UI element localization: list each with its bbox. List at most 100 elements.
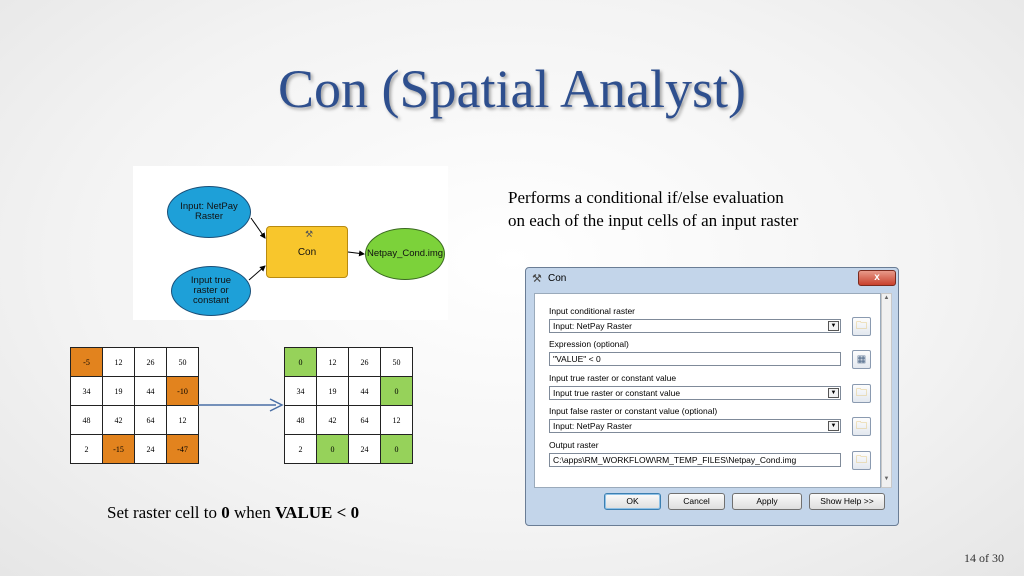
- grid-cell: 64: [134, 405, 167, 435]
- grid-cell: 12: [380, 405, 413, 435]
- browse-input-conditional-button[interactable]: 🗀: [852, 317, 871, 336]
- caption-value: 0: [221, 503, 230, 522]
- grid-cell: 50: [166, 347, 199, 377]
- model-diagram: Input: NetPay Raster Input true raster o…: [133, 166, 448, 320]
- grid-cell: 0: [316, 434, 349, 464]
- expression-label: Expression (optional): [549, 339, 629, 349]
- grid-cell: 2: [70, 434, 103, 464]
- input-conditional-label: Input conditional raster: [549, 306, 635, 316]
- cancel-button[interactable]: Cancel: [668, 493, 725, 510]
- true-raster-label: Input true raster or constant value: [549, 373, 677, 383]
- grid-cell: 34: [284, 376, 317, 406]
- grid-cell: 0: [284, 347, 317, 377]
- grid-cell: -47: [166, 434, 199, 464]
- dialog-form: Input conditional raster Input: NetPay R…: [534, 293, 881, 488]
- grid-cell: 19: [102, 376, 135, 406]
- connector-con-to-output: [347, 250, 365, 257]
- description-line-1: Performs a conditional if/else evaluatio…: [508, 188, 784, 207]
- false-raster-label: Input false raster or constant value (op…: [549, 406, 718, 416]
- output-raster-label: Output raster: [549, 440, 599, 450]
- browse-false-raster-button[interactable]: 🗀: [852, 417, 871, 436]
- folder-icon: 🗀: [856, 420, 867, 432]
- grid-cell: 44: [134, 376, 167, 406]
- dialog-titlebar[interactable]: ⚒ Con x: [526, 268, 898, 290]
- caption-prefix: Set raster cell to: [107, 503, 222, 522]
- scroll-down-icon[interactable]: ▼: [883, 476, 890, 482]
- browse-true-raster-button[interactable]: 🗀: [852, 384, 871, 403]
- grid-cell: -15: [102, 434, 135, 464]
- true-raster-select[interactable]: Input true raster or constant value ▼: [549, 386, 841, 400]
- condition-caption: Set raster cell to 0 when VALUE < 0: [107, 503, 359, 523]
- caption-condition: VALUE < 0: [275, 503, 360, 522]
- tool-description: Performs a conditional if/else evaluatio…: [508, 186, 888, 232]
- grid-cell: 0: [380, 434, 413, 464]
- caption-middle: when: [229, 503, 276, 522]
- slide-title: Con (Spatial Analyst): [278, 59, 746, 119]
- input-true-node: Input true raster or constant: [171, 266, 251, 316]
- expression-builder-button[interactable]: ▦: [852, 350, 871, 369]
- dialog-scrollbar[interactable]: ▲ ▼: [881, 293, 892, 488]
- grid-cell: 26: [348, 347, 381, 377]
- grid-cell: 64: [348, 405, 381, 435]
- grid-cell: -5: [70, 347, 103, 377]
- folder-icon: 🗀: [856, 387, 867, 399]
- scroll-up-icon[interactable]: ▲: [883, 295, 890, 301]
- grid-cell: 44: [348, 376, 381, 406]
- con-dialog: ⚒ Con x Input conditional raster Input: …: [525, 267, 899, 526]
- grid-cell: 48: [70, 405, 103, 435]
- calculator-icon: ▦: [856, 354, 867, 365]
- connector-input-to-con: [250, 217, 266, 239]
- false-raster-select[interactable]: Input: NetPay Raster ▼: [549, 419, 841, 433]
- transform-arrow: [198, 398, 284, 412]
- apply-button[interactable]: Apply: [732, 493, 802, 510]
- dialog-title: Con: [548, 273, 567, 284]
- grid-cell: 26: [134, 347, 167, 377]
- diagram-connectors: [248, 217, 365, 281]
- con-tool-node: ⚒ Con: [266, 226, 348, 278]
- expression-input[interactable]: "VALUE" < 0: [549, 352, 841, 366]
- grid-cell: 12: [102, 347, 135, 377]
- close-button[interactable]: x: [858, 270, 896, 286]
- input-raster-node: Input: NetPay Raster: [167, 186, 251, 238]
- output-raster-node: Netpay_Cond.img: [365, 228, 445, 280]
- connector-true-to-con: [248, 265, 266, 281]
- chevron-down-icon[interactable]: ▼: [828, 421, 839, 431]
- grid-cell: 12: [166, 405, 199, 435]
- grid-cell: 34: [70, 376, 103, 406]
- grid-cell: 2: [284, 434, 317, 464]
- grid-cell: 24: [348, 434, 381, 464]
- chevron-down-icon[interactable]: ▼: [828, 388, 839, 398]
- output-raster-value: C:\apps\RM_WORKFLOW\RM_TEMP_FILES\Netpay…: [553, 455, 797, 465]
- page-number: 14 of 30: [964, 551, 1004, 565]
- grid-cell: 50: [380, 347, 413, 377]
- description-line-2: on each of the input cells of an input r…: [508, 211, 799, 230]
- chevron-down-icon[interactable]: ▼: [828, 321, 839, 331]
- grid-cell: 48: [284, 405, 317, 435]
- output-raster-input[interactable]: C:\apps\RM_WORKFLOW\RM_TEMP_FILES\Netpay…: [549, 453, 841, 467]
- hammer-icon: ⚒: [532, 273, 542, 285]
- browse-output-raster-button[interactable]: 🗀: [852, 451, 871, 470]
- grid-cell: 42: [316, 405, 349, 435]
- expression-value: "VALUE" < 0: [553, 354, 601, 364]
- grid-cell: 12: [316, 347, 349, 377]
- folder-icon: 🗀: [856, 454, 867, 466]
- show-help-button[interactable]: Show Help >>: [809, 493, 885, 510]
- dialog-footer: OK Cancel Apply Show Help >>: [526, 488, 898, 526]
- true-raster-value: Input true raster or constant value: [553, 388, 681, 398]
- grid-cell: 42: [102, 405, 135, 435]
- ok-button[interactable]: OK: [604, 493, 661, 510]
- grid-cell: 19: [316, 376, 349, 406]
- input-conditional-select[interactable]: Input: NetPay Raster ▼: [549, 319, 841, 333]
- hammer-icon: ⚒: [305, 229, 314, 239]
- grid-cell: 0: [380, 376, 413, 406]
